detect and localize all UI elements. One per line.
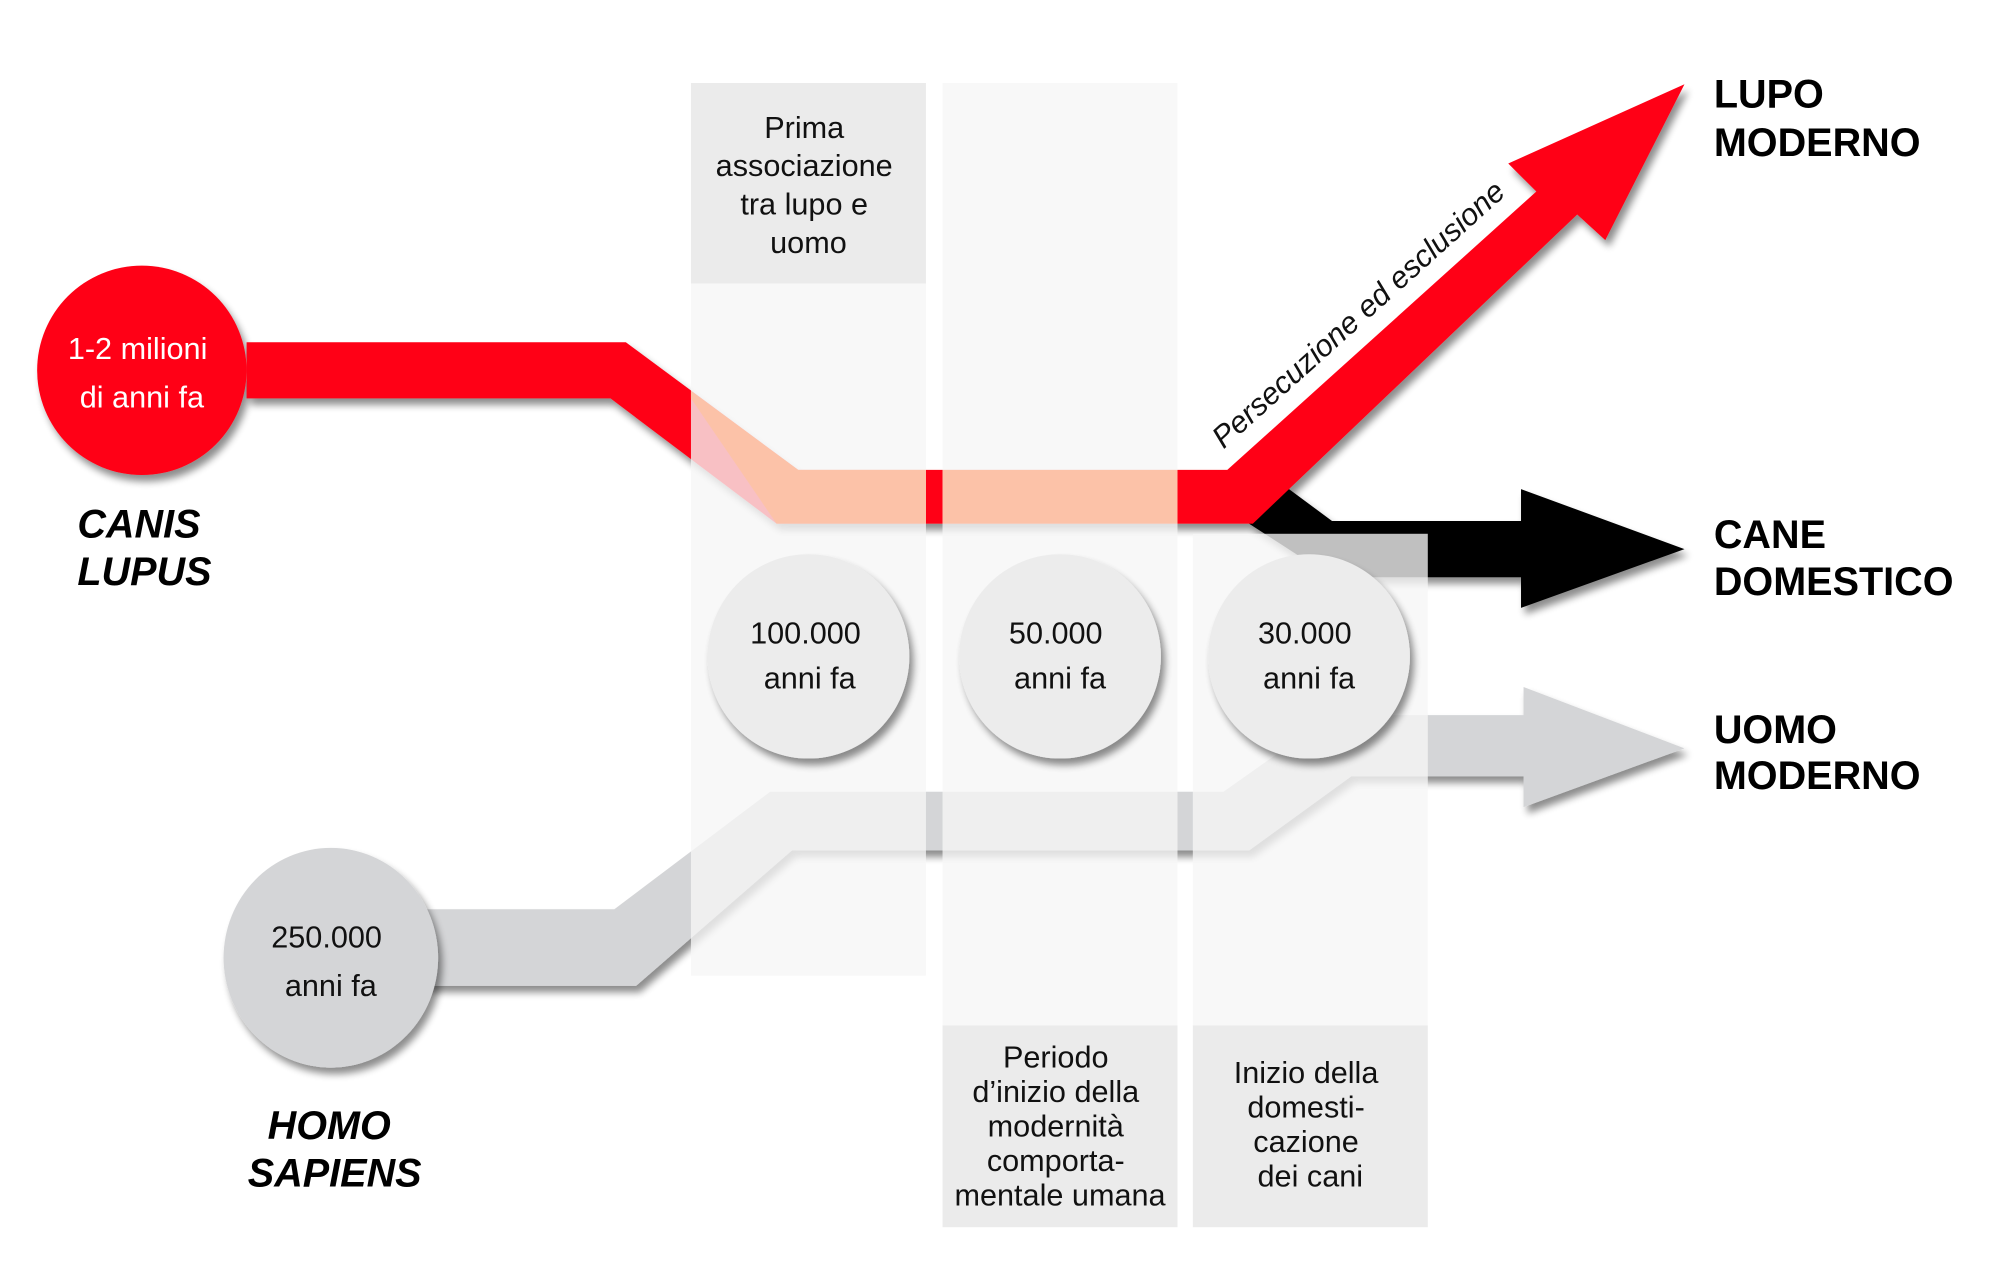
dog-arrow xyxy=(1249,487,1685,608)
time-label-50k: 50.000 anni fa xyxy=(1009,617,1111,696)
human-species-label: HOMO SAPIENS xyxy=(248,1104,422,1195)
outcome-human-label: UOMO MODERNO xyxy=(1714,708,1921,798)
human-origin-age: 250.000 anni fa xyxy=(271,921,390,1004)
era-note-2: Periodo d’inizio della modernità comport… xyxy=(954,1041,1166,1213)
wolf-path xyxy=(37,84,1685,524)
era-note-1: Prima associazione tra lupo e uomo xyxy=(716,111,902,260)
dog-path xyxy=(1249,487,1685,608)
time-label-100k: 100.000 anni fa xyxy=(750,617,869,696)
wolf-path-faded-2 xyxy=(942,469,1178,524)
wolf-origin-age: 1-2 milioni di anni fa xyxy=(68,332,216,415)
human-origin-circle xyxy=(223,847,439,1068)
wolf-path-band xyxy=(246,84,1685,524)
time-circle-100k xyxy=(707,554,910,759)
wolf-species-label: CANIS LUPUS xyxy=(77,503,211,594)
outcome-wolf-label: LUPO MODERNO xyxy=(1714,72,1921,165)
time-circle-50k xyxy=(959,554,1161,759)
era-note-3: Inizio della domesti- cazione dei cani xyxy=(1234,1056,1387,1193)
wolf-origin-circle xyxy=(37,265,247,476)
time-circle-30k xyxy=(1208,554,1410,759)
wolf-path-faded-1 xyxy=(690,390,926,524)
time-label-30k: 30.000 anni fa xyxy=(1258,617,1360,696)
outcome-dog-label: CANE DOMESTICO xyxy=(1714,513,1954,604)
